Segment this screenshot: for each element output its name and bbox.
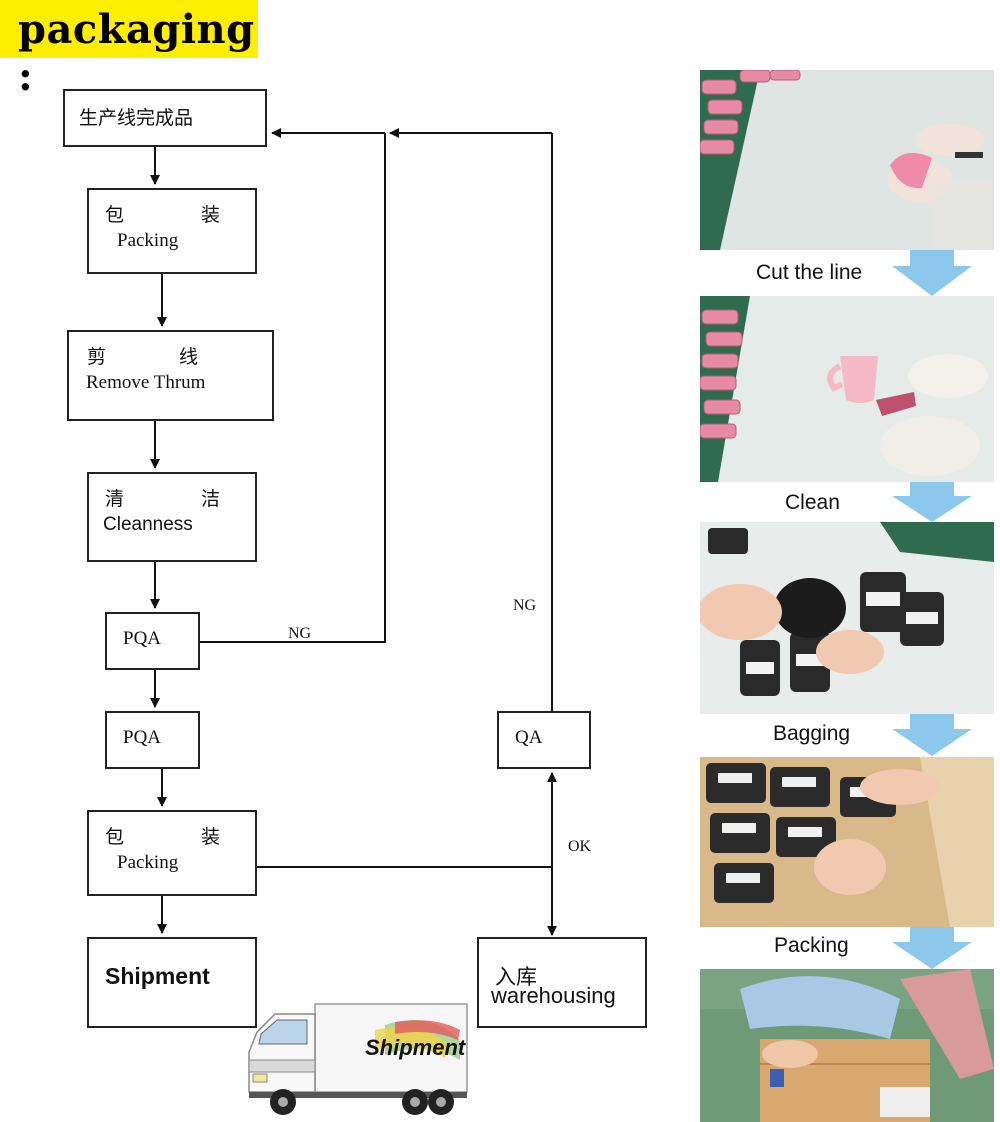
warehouse-cn: 入库 (495, 965, 537, 989)
packing-box-1: 包 装 Packing (87, 188, 257, 274)
remove-cn-a: 剪 (87, 347, 107, 368)
packing-en-2: Packing (117, 852, 179, 873)
ng-label-2: NG (513, 597, 537, 614)
step-label-cut: Cut the line (756, 261, 863, 284)
warehouse-en: warehousing (491, 983, 616, 1008)
clean-cn-a: 清 (105, 489, 125, 510)
step-arrow-4 (892, 927, 972, 969)
warehousing-box: 入库 warehousing (477, 937, 647, 1028)
remove-thrum-box: 剪 线 Remove Thrum (67, 330, 274, 421)
photo-sealing (700, 969, 994, 1122)
ok-label: OK (568, 838, 592, 855)
photo-bagging (700, 522, 994, 714)
step-arrow-3 (892, 714, 972, 756)
cleanness-box: 清 洁 Cleanness (87, 472, 257, 562)
packing-cn-1a: 包 (105, 205, 125, 226)
photo-clean (700, 296, 994, 482)
flow-connectors (150, 128, 557, 936)
page-title: packaging : (18, 6, 255, 100)
photo-cut-line (700, 70, 994, 250)
pqa-box-1: PQA (105, 612, 200, 670)
finished-product-label: 生产线完成品 (79, 108, 194, 129)
truck-shipment-text: Shipment (365, 1035, 467, 1060)
qa-label: QA (515, 727, 543, 748)
step-arrow-2 (892, 482, 972, 522)
photo-packing (700, 757, 994, 927)
packing-cn-2a: 包 (105, 827, 125, 848)
finished-product-box: 生产线完成品 (63, 89, 267, 147)
packing-en-1: Packing (117, 230, 179, 251)
clean-en: Cleanness (103, 514, 193, 535)
qa-box: QA (497, 711, 591, 769)
truck-illustration: Shipment (248, 1003, 468, 1115)
step-label-clean: Clean (785, 491, 840, 514)
title-banner: packaging : (0, 0, 258, 100)
shipment-label: Shipment (105, 963, 210, 989)
ng-label-1: NG (288, 625, 312, 642)
packing-cn-1b: 装 (201, 205, 221, 226)
pqa-label-1: PQA (123, 628, 162, 649)
pqa-box-2: PQA (105, 711, 200, 769)
step-label-packing: Packing (774, 934, 849, 957)
remove-en: Remove Thrum (86, 372, 206, 393)
packing-box-2: 包 装 Packing (87, 810, 257, 896)
remove-cn-b: 线 (179, 347, 199, 368)
shipment-box: Shipment (87, 937, 257, 1028)
clean-cn-b: 洁 (201, 489, 221, 510)
step-arrow-1 (892, 250, 972, 296)
step-label-bagging: Bagging (773, 722, 851, 745)
packing-cn-2b: 装 (201, 827, 221, 848)
pqa-label-2: PQA (123, 727, 162, 748)
